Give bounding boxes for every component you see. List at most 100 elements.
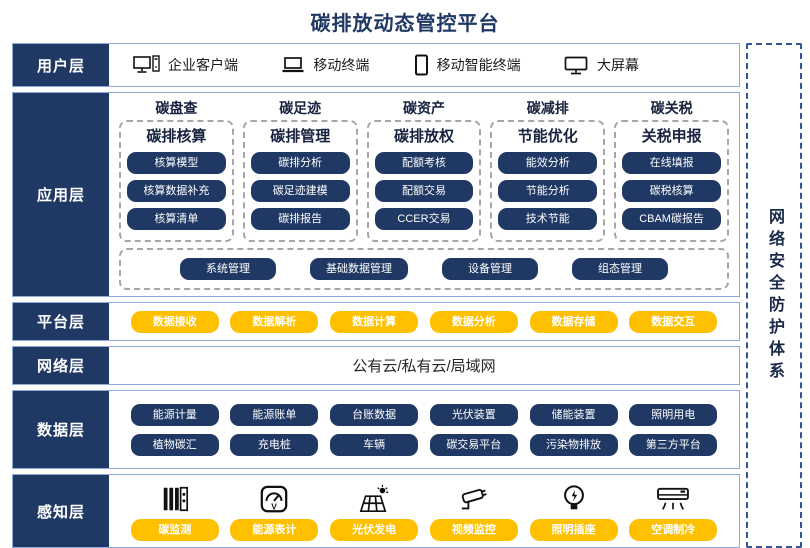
app-item: 核算清单: [127, 208, 226, 230]
app-box-title: 碳排放权: [394, 125, 454, 146]
sense-lighting-socket: 照明插座: [530, 482, 618, 541]
energy-meter-icon: V: [259, 482, 289, 514]
app-box-title: 碳排管理: [270, 125, 330, 146]
app-box: 碳排管理 碳排分析 碳足迹建模 碳排报告: [243, 120, 358, 242]
app-item: 节能分析: [498, 180, 597, 202]
data-item: 照明用电: [629, 404, 717, 426]
layer-application-content: 碳盘查 碳排核算 核算模型 核算数据补充 核算清单 碳足迹 碳排管理: [109, 93, 739, 296]
app-column-carbon-asset: 碳资产 碳排放权 配额考核 配额交易 CCER交易: [367, 97, 482, 242]
layer-user: 用户层 企业客户端: [12, 43, 740, 87]
app-column-carbon-reduction: 碳减排 节能优化 能效分析 节能分析 技术节能: [490, 97, 605, 242]
layer-data-label: 数据层: [13, 391, 109, 468]
data-item: 车辆: [330, 434, 418, 456]
app-item: CBAM碳报告: [622, 208, 721, 230]
diagram-content: 用户层 企业客户端: [0, 43, 810, 548]
layer-platform: 平台层 数据接收 数据解析 数据计算 数据分析 数据存储 数据交互: [12, 302, 740, 341]
layer-perception: 感知层 碳监测: [12, 474, 740, 548]
common-item: 基础数据管理: [310, 258, 408, 280]
app-category: 碳足迹: [279, 98, 321, 118]
sense-label: 视频监控: [430, 519, 518, 541]
device-enterprise-client: 企业客户端: [133, 55, 238, 75]
smartphone-icon: [413, 54, 429, 76]
platform-item: 数据接收: [131, 311, 219, 333]
sense-carbon-monitor: 碳监测: [131, 482, 219, 541]
app-item: 核算数据补充: [127, 180, 226, 202]
app-category: 碳盘查: [155, 98, 197, 118]
app-item: 核算模型: [127, 152, 226, 174]
app-box: 碳排核算 核算模型 核算数据补充 核算清单: [119, 120, 234, 242]
data-item: 污染物排放: [530, 434, 618, 456]
platform-item: 数据存储: [530, 311, 618, 333]
sense-energy-meter: V 能源表计: [230, 482, 318, 541]
app-box-title: 关税申报: [642, 125, 702, 146]
app-item: 碳排分析: [251, 152, 350, 174]
data-item: 能源账单: [230, 404, 318, 426]
device-label: 移动终端: [313, 55, 369, 75]
network-content-text: 公有云/私有云/局域网: [109, 347, 739, 384]
video-camera-icon: [457, 482, 491, 514]
app-item: 配额考核: [375, 152, 474, 174]
app-box: 关税申报 在线填报 碳税核算 CBAM碳报告: [614, 120, 729, 242]
page-title: 碳排放动态管控平台: [0, 0, 810, 36]
data-row-2: 植物碳汇 充电桩 车辆 碳交易平台 污染物排放 第三方平台: [119, 434, 729, 456]
desktop-pc-icon: [133, 55, 160, 75]
security-sidebar-label: 网络安全防护体系: [762, 208, 786, 384]
app-column-carbon-tariff: 碳关税 关税申报 在线填报 碳税核算 CBAM碳报告: [614, 97, 729, 242]
sense-solar-power: 光伏发电: [330, 482, 418, 541]
device-big-screen: 大屏幕: [564, 55, 639, 75]
layer-perception-label: 感知层: [13, 475, 109, 547]
data-item: 台账数据: [330, 404, 418, 426]
device-label: 移动智能终端: [437, 55, 521, 75]
layer-data: 数据层 能源计量 能源账单 台账数据 光伏装置 储能装置 照明用电 植物碳汇 充…: [12, 390, 740, 469]
common-item: 系统管理: [180, 258, 276, 280]
platform-item: 数据分析: [430, 311, 518, 333]
light-bulb-icon: [561, 482, 587, 514]
data-item: 光伏装置: [430, 404, 518, 426]
application-common-box: 系统管理 基础数据管理 设备管理 组态管理: [119, 248, 729, 290]
layer-network-label: 网络层: [13, 347, 109, 384]
carbon-monitor-icon: [160, 482, 190, 514]
layer-data-content: 能源计量 能源账单 台账数据 光伏装置 储能装置 照明用电 植物碳汇 充电桩 车…: [109, 391, 739, 468]
data-item: 碳交易平台: [430, 434, 518, 456]
app-category: 碳减排: [527, 98, 569, 118]
data-item: 第三方平台: [629, 434, 717, 456]
app-item: 碳排报告: [251, 208, 350, 230]
sense-label: 能源表计: [230, 519, 318, 541]
app-box-title: 节能优化: [518, 125, 578, 146]
sense-video-monitor: 视频监控: [430, 482, 518, 541]
solar-power-icon: [358, 482, 390, 514]
platform-item: 数据计算: [330, 311, 418, 333]
layer-user-content: 企业客户端 移动终端: [109, 44, 739, 86]
app-item: CCER交易: [375, 208, 474, 230]
app-box: 节能优化 能效分析 节能分析 技术节能: [490, 120, 605, 242]
sense-label: 光伏发电: [330, 519, 418, 541]
app-category: 碳关税: [651, 98, 693, 118]
layer-network: 网络层 公有云/私有云/局域网: [12, 346, 740, 385]
device-label: 企业客户端: [168, 55, 238, 75]
sense-label: 照明插座: [530, 519, 618, 541]
laptop-icon: [281, 56, 305, 74]
layer-perception-content: 碳监测 V 能源表计: [109, 475, 739, 547]
svg-text:V: V: [272, 501, 278, 511]
app-item: 技术节能: [498, 208, 597, 230]
common-item: 设备管理: [442, 258, 538, 280]
big-screen-icon: [564, 56, 589, 75]
data-item: 充电桩: [230, 434, 318, 456]
app-category: 碳资产: [403, 98, 445, 118]
layer-user-label: 用户层: [13, 44, 109, 86]
app-box: 碳排放权 配额考核 配额交易 CCER交易: [367, 120, 482, 242]
app-item: 配额交易: [375, 180, 474, 202]
app-box-title: 碳排核算: [146, 125, 206, 146]
device-mobile-terminal: 移动终端: [281, 55, 369, 75]
security-sidebar: 网络安全防护体系: [746, 43, 802, 548]
air-conditioner-icon: [656, 482, 690, 514]
app-item: 能效分析: [498, 152, 597, 174]
data-item: 储能装置: [530, 404, 618, 426]
sense-label: 碳监测: [131, 519, 219, 541]
sense-air-conditioner: 空调制冷: [629, 482, 717, 541]
platform-item: 数据交互: [629, 311, 717, 333]
app-item: 碳足迹建模: [251, 180, 350, 202]
device-label: 大屏幕: [597, 55, 639, 75]
sense-label: 空调制冷: [629, 519, 717, 541]
app-item: 碳税核算: [622, 180, 721, 202]
